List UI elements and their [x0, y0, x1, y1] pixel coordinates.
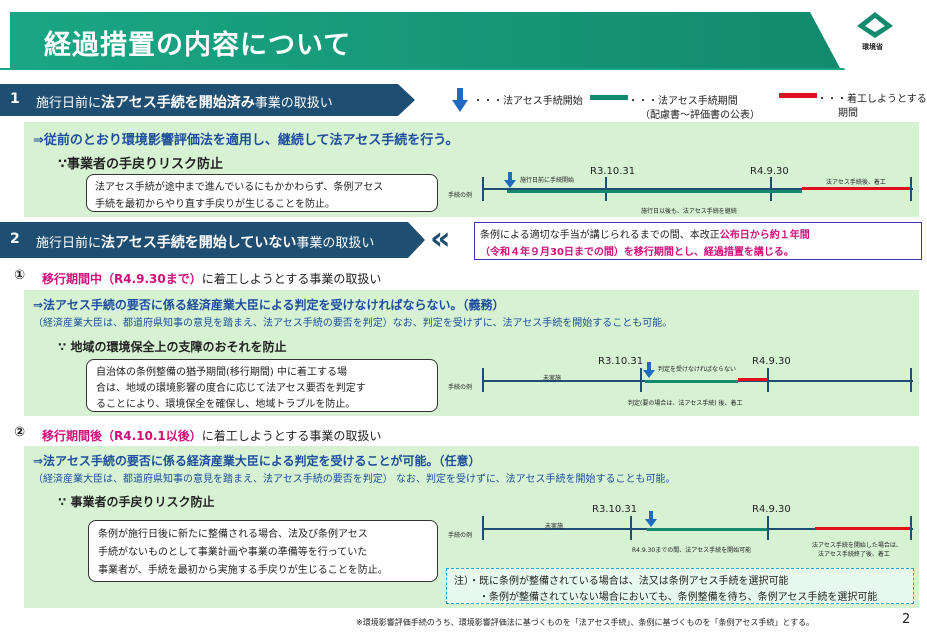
footer-note: ※環境影響評価手続のうち、環境影響評価法に基づくものを「法アセス手続」、条例に基…	[356, 618, 815, 627]
legend-start-arrow-icon	[452, 88, 468, 112]
sub1-note	[86, 359, 438, 412]
tl3-tick-r3	[630, 516, 632, 540]
tl2-date-r4: R4.9.30	[752, 356, 791, 367]
section-1-number: 1	[10, 91, 20, 107]
section-1-note	[86, 174, 438, 212]
tl1-period-bar	[507, 190, 802, 193]
tl2-tick-r3	[640, 368, 642, 392]
legend-work-label: ・・・着工しようとする	[817, 94, 927, 105]
tl1-tick-r3	[605, 177, 607, 201]
section-2-header: 2 施行日前に法アセス手続を開始していない事業の取扱い	[0, 222, 425, 258]
page-title: 経過措置の内容について	[44, 30, 352, 61]
sub2-main: ⇒法アセス手続の要否に係る経済産業大臣による判定を受けることが可能。（任意）	[33, 454, 481, 468]
title-banner-shadow	[0, 6, 845, 70]
sub2-note-line1: 条例が施行日後に新たに整備される場合、法及び条例アセス	[98, 529, 368, 540]
tl1-tick-r4	[770, 177, 772, 201]
sub2-note	[88, 520, 438, 582]
tl2-after-label: 判定(要の場合は、法アセス手続) 後、着工	[628, 400, 743, 407]
tl1-start-label: 施行日前に手続開始	[520, 177, 575, 184]
sub2-caveat-line2: ・条例が整備されていない場合においても、条例整備を待ち、条例アセス手続を選択可能	[479, 592, 878, 603]
tl2-work-bar	[738, 378, 768, 381]
tl3-end-label-2: 法アセス手続終了後、着工	[818, 551, 890, 558]
tl2-period-bar	[645, 380, 738, 383]
tl3-period-bar	[647, 528, 767, 531]
tl1-label: 手続の例	[448, 192, 473, 199]
section-2-callout-line2: （令和４年９月30日までの間）を移行期間とし、経過措置を講じる。	[480, 247, 794, 258]
sub1-reason: ∵ 地域の環境保全上の支障のおそれを防止	[58, 340, 287, 354]
tl3-tick-end	[910, 516, 912, 540]
section-1-main: ⇒従前のとおり環境影響評価法を適用し、継続して法アセス手続を行う。	[33, 133, 459, 148]
section-1-note-line1: 法アセス手続が途中まで進んでいるにもかかわらず、条例アセス	[95, 182, 384, 193]
legend-period-sub: （配慮書～評価書の公表）	[640, 110, 760, 121]
tl3-work-bar	[815, 527, 910, 530]
tl3-mid-label: R4.9.30までの間、法アセス手続を開始可能	[632, 547, 752, 554]
section-2-callout-line1: 条例による適切な手当が講じられるまでの間、本改正公布日から約１年間	[480, 230, 810, 241]
legend-start-label: ・・・法アセス手続開始	[473, 96, 583, 107]
title-banner	[10, 12, 840, 68]
sub2-caveat-line1: 注）・既に条例が整備されている場合は、法又は条例アセス手続を選択可能	[454, 576, 789, 587]
tl1-date-r3: R3.10.31	[590, 166, 636, 177]
legend-work-sub: 期間	[838, 108, 858, 119]
tl3-tick-start	[482, 516, 484, 540]
legend-period-swatch	[590, 95, 628, 100]
sub1-note-line3: ることにより、環境保全を確保し、地域トラブルを防止。	[96, 399, 356, 410]
section-1-title: 施行日前に法アセス手続を開始済み事業の取扱い	[36, 95, 333, 111]
tl1-base-line	[483, 188, 913, 190]
tl3-start-arrow-icon	[645, 511, 657, 527]
sub1-title: 移行期間中（R4.9.30まで）に着工しようとする事業の取扱い	[42, 272, 382, 286]
section-2-number: 2	[10, 231, 20, 247]
tl2-tick-r4	[767, 368, 769, 392]
sub2-title: 移行期間後（R4.10.1以後）に着工しようとする事業の取扱い	[42, 429, 382, 443]
sub2-caveat-box	[446, 568, 914, 604]
moe-logo-icon	[857, 12, 893, 38]
tl2-tick-end	[910, 368, 912, 392]
sub1-note-line2: 合は、地域の環境影響の度合に応じて法アセス要否を判定す	[96, 383, 366, 394]
sub1-main: ⇒法アセス手続の要否に係る経済産業大臣による判定を受けなければならない。（義務）	[33, 298, 505, 312]
sub2-note-line3: 事業者が、手続を最初から実施する手戻りが生じることを防止。	[98, 565, 388, 576]
logo-label: 環境省	[862, 43, 883, 51]
double-chevron-icon: «	[430, 219, 451, 257]
tl1-work-bar	[802, 187, 910, 190]
section-1-reason: ∵事業者の手戻りリスク防止	[58, 157, 224, 172]
tl2-must-label: 判定を受けなければならない	[658, 366, 737, 373]
sub1-circle: ①	[14, 268, 26, 283]
tl3-pre-label: 未実施	[545, 523, 564, 530]
sub2-note-line2: 手続がないものとして事業計画や事業の準備等を行っていた	[98, 547, 368, 558]
tl1-start-arrow-icon	[504, 172, 516, 188]
legend-work-swatch	[779, 93, 817, 98]
tl2-label: 手続の例	[448, 384, 473, 391]
tl3-date-r3: R3.10.31	[592, 504, 638, 515]
sub2-reason: ∵ 事業者の手戻りリスク防止	[58, 495, 215, 509]
tl3-end-label-1: 法アセス手続を開始した場合は、	[812, 542, 902, 549]
tl3-date-r4: R4.9.30	[752, 504, 791, 515]
tl2-tick-start	[482, 368, 484, 392]
tl2-start-arrow-icon	[643, 362, 655, 378]
legend-period-label: ・・・法アセス手続期間	[628, 96, 738, 107]
tl1-tick-start	[482, 177, 484, 201]
page-number: 2	[902, 612, 911, 627]
tl3-tick-r4	[767, 516, 769, 540]
sub1-paren: （経済産業大臣は、都道府県知事の意見を踏まえ、法アセス手続の要否を判定）なお、判…	[33, 318, 673, 329]
section-2-callout	[474, 222, 922, 260]
tl1-tick-end	[910, 177, 912, 201]
section-2-title: 施行日前に法アセス手続を開始していない事業の取扱い	[36, 235, 375, 251]
tl2-pre-label: 未実施	[543, 375, 562, 382]
sub1-note-line1: 自治体の条例整備の猶予期間(移行期間) 中に着工する場	[96, 367, 347, 378]
section-1-header: 1 施行日前に法アセス手続を開始済み事業の取扱い	[0, 84, 415, 116]
sub2-paren: （経済産業大臣は、都道府県知事の意見を踏まえ、法アセス手続の要否を判定） なお、…	[33, 474, 676, 485]
tl1-continue-label: 施行日以後も、法アセス手続を継続	[641, 208, 737, 215]
tl1-date-r4: R4.9.30	[750, 166, 789, 177]
section-1-note-line2: 手続を最初からやり直す手戻りが生じることを防止。	[95, 199, 335, 210]
tl2-date-r3: R3.10.31	[598, 356, 644, 367]
tl3-label: 手続の例	[448, 532, 473, 539]
sub2-circle: ②	[14, 425, 26, 440]
tl1-end-label: 法アセス手続後、着工	[826, 179, 886, 186]
